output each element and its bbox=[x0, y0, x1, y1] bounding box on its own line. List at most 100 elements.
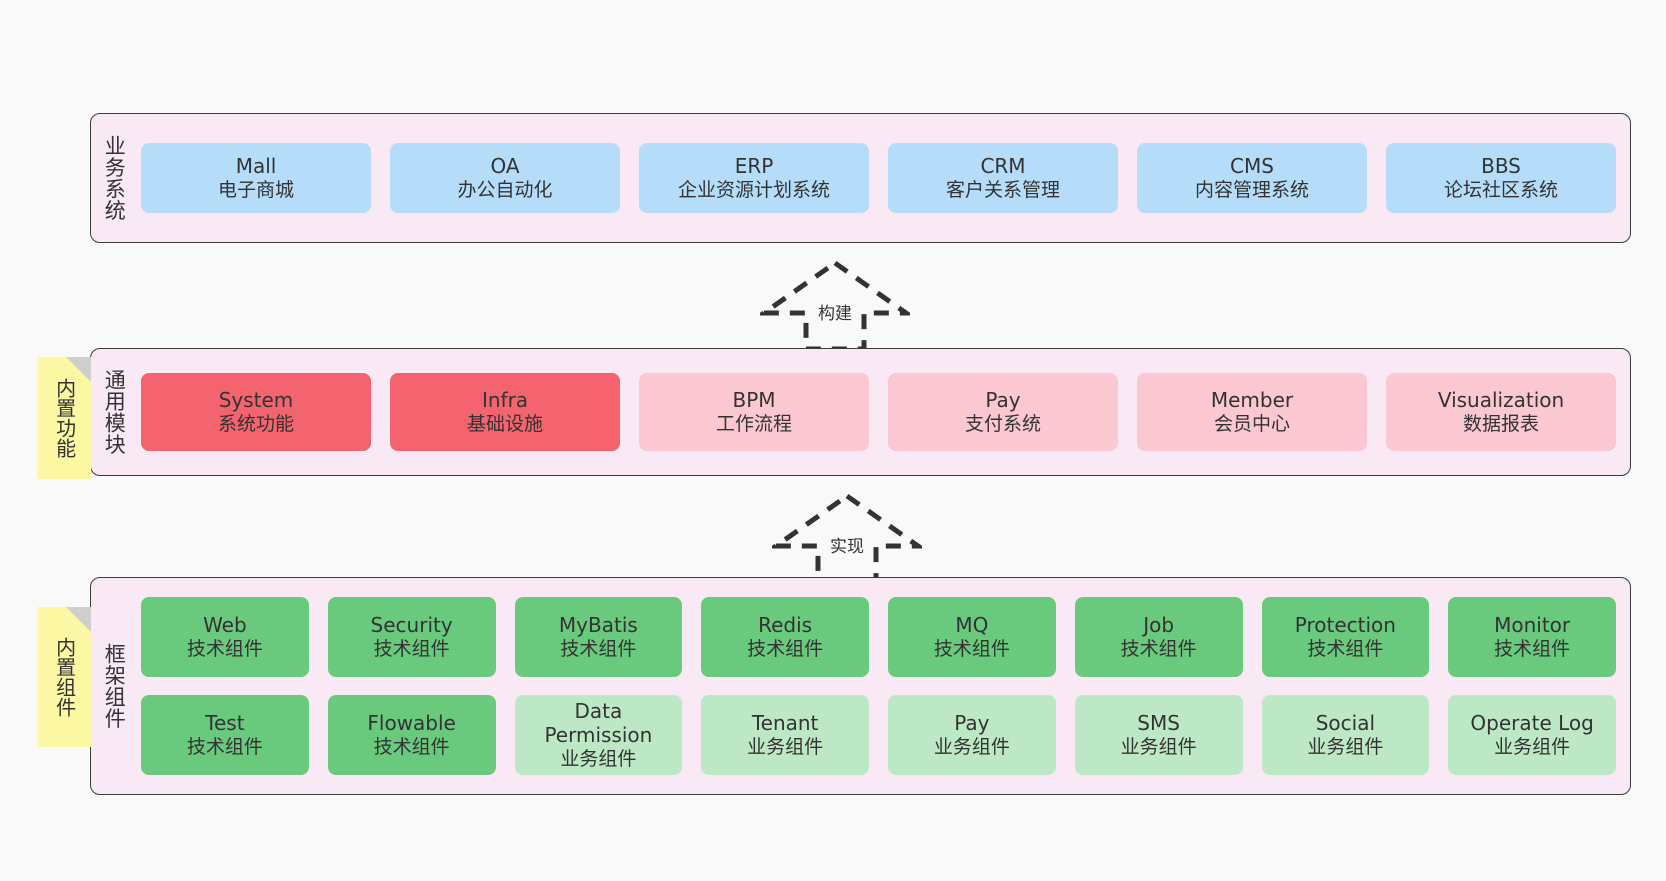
card-title: Pay bbox=[985, 388, 1021, 413]
card-title: Operate Log bbox=[1470, 711, 1594, 736]
card-title: Infra bbox=[481, 388, 529, 413]
card-title: ERP bbox=[734, 154, 774, 179]
card-subtitle: 业务组件 bbox=[1494, 735, 1571, 758]
card-subtitle: 论坛社区系统 bbox=[1443, 178, 1558, 201]
card-title: Data Permission bbox=[544, 699, 653, 748]
card-subtitle: 业务组件 bbox=[1120, 735, 1197, 758]
card-data-permission[interactable]: Data Permission 业务组件 bbox=[514, 695, 683, 775]
card-test[interactable]: Test 技术组件 bbox=[141, 695, 309, 775]
card-title: Protection bbox=[1294, 613, 1396, 638]
card-subtitle: 基础设施 bbox=[466, 412, 543, 435]
note-label: 内置组件 bbox=[52, 637, 77, 717]
card-title: BBS bbox=[1481, 154, 1521, 179]
note-builtin-component: 内置组件 bbox=[37, 607, 91, 747]
card-pay-component[interactable]: Pay 业务组件 bbox=[888, 695, 1056, 775]
card-bbs[interactable]: BBS 论坛社区系统 bbox=[1386, 143, 1616, 213]
card-security[interactable]: Security 技术组件 bbox=[327, 597, 496, 677]
card-member[interactable]: Member 会员中心 bbox=[1137, 373, 1367, 451]
connector-implement-arrow: 实现 bbox=[772, 492, 922, 584]
layer-business-systems: 业务系统 Mall 电子商城 OA 办公自动化 ERP 企业资源计划系统 CRM… bbox=[90, 113, 1631, 243]
card-subtitle: 技术组件 bbox=[933, 637, 1010, 660]
card-job[interactable]: Job 技术组件 bbox=[1074, 597, 1243, 677]
card-title: Social bbox=[1315, 711, 1376, 736]
card-subtitle: 技术组件 bbox=[373, 735, 450, 758]
card-mq[interactable]: MQ 技术组件 bbox=[888, 597, 1056, 677]
note-builtin-function: 内置功能 bbox=[37, 357, 91, 479]
layer-body-business-systems: Mall 电子商城 OA 办公自动化 ERP 企业资源计划系统 CRM 客户关系… bbox=[137, 114, 1630, 242]
card-title: Mall bbox=[235, 154, 277, 179]
card-subtitle: 会员中心 bbox=[1213, 412, 1290, 435]
card-subtitle: 业务组件 bbox=[1307, 735, 1384, 758]
layer-common-modules: 通用模块 System 系统功能 Infra 基础设施 BPM 工作流程 Pay… bbox=[90, 348, 1631, 476]
card-tenant[interactable]: Tenant 业务组件 bbox=[701, 695, 869, 775]
card-title: MQ bbox=[955, 613, 989, 638]
card-row: System 系统功能 Infra 基础设施 BPM 工作流程 Pay 支付系统… bbox=[141, 373, 1616, 451]
layer-framework-components: 框架组件 Web 技术组件 Security 技术组件 MyBatis 技术组件… bbox=[90, 577, 1631, 795]
card-subtitle: 技术组件 bbox=[186, 735, 263, 758]
card-title: Visualization bbox=[1437, 388, 1565, 413]
card-row: Mall 电子商城 OA 办公自动化 ERP 企业资源计划系统 CRM 客户关系… bbox=[141, 143, 1616, 213]
card-subtitle: 业务组件 bbox=[560, 747, 637, 770]
card-operate-log[interactable]: Operate Log 业务组件 bbox=[1448, 695, 1616, 775]
card-title: Test bbox=[205, 711, 245, 736]
card-subtitle: 办公自动化 bbox=[457, 178, 553, 201]
card-title: Redis bbox=[758, 613, 813, 638]
card-row: Test 技术组件 Flowable 技术组件 Data Permission … bbox=[141, 695, 1616, 775]
card-subtitle: 技术组件 bbox=[1494, 637, 1571, 660]
card-subtitle: 技术组件 bbox=[186, 637, 263, 660]
card-subtitle: 数据报表 bbox=[1462, 412, 1539, 435]
card-protection[interactable]: Protection 技术组件 bbox=[1261, 597, 1430, 677]
card-title: BPM bbox=[732, 388, 776, 413]
card-title: SMS bbox=[1137, 711, 1180, 736]
card-flowable[interactable]: Flowable 技术组件 bbox=[327, 695, 496, 775]
card-subtitle: 业务组件 bbox=[933, 735, 1010, 758]
card-subtitle: 电子商城 bbox=[217, 178, 294, 201]
card-monitor[interactable]: Monitor 技术组件 bbox=[1448, 597, 1616, 677]
card-mybatis[interactable]: MyBatis 技术组件 bbox=[514, 597, 683, 677]
card-redis[interactable]: Redis 技术组件 bbox=[701, 597, 869, 677]
card-title: Flowable bbox=[367, 711, 456, 736]
card-row: Web 技术组件 Security 技术组件 MyBatis 技术组件 Redi… bbox=[141, 597, 1616, 677]
card-title: CRM bbox=[980, 154, 1026, 179]
layer-title-business-systems: 业务系统 bbox=[102, 135, 127, 221]
card-web[interactable]: Web 技术组件 bbox=[141, 597, 309, 677]
card-bpm[interactable]: BPM 工作流程 bbox=[639, 373, 869, 451]
layer-title-common-modules: 通用模块 bbox=[102, 369, 127, 455]
card-infra[interactable]: Infra 基础设施 bbox=[390, 373, 620, 451]
card-social[interactable]: Social 业务组件 bbox=[1261, 695, 1430, 775]
card-subtitle: 客户关系管理 bbox=[945, 178, 1060, 201]
card-subtitle: 系统功能 bbox=[217, 412, 294, 435]
card-title: Job bbox=[1143, 613, 1175, 638]
card-system[interactable]: System 系统功能 bbox=[141, 373, 371, 451]
card-subtitle: 企业资源计划系统 bbox=[677, 178, 830, 201]
layer-title-framework-components: 框架组件 bbox=[102, 643, 127, 729]
card-sms[interactable]: SMS 业务组件 bbox=[1074, 695, 1243, 775]
card-visualization[interactable]: Visualization 数据报表 bbox=[1386, 373, 1616, 451]
note-label: 内置功能 bbox=[52, 378, 77, 458]
card-title: Member bbox=[1210, 388, 1294, 413]
card-subtitle: 支付系统 bbox=[964, 412, 1041, 435]
card-title: Tenant bbox=[751, 711, 819, 736]
card-subtitle: 技术组件 bbox=[1120, 637, 1197, 660]
card-mall[interactable]: Mall 电子商城 bbox=[141, 143, 371, 213]
card-title: Web bbox=[203, 613, 247, 638]
layer-body-framework-components: Web 技术组件 Security 技术组件 MyBatis 技术组件 Redi… bbox=[137, 578, 1630, 794]
card-oa[interactable]: OA 办公自动化 bbox=[390, 143, 620, 213]
card-crm[interactable]: CRM 客户关系管理 bbox=[888, 143, 1118, 213]
card-subtitle: 技术组件 bbox=[373, 637, 450, 660]
card-pay[interactable]: Pay 支付系统 bbox=[888, 373, 1118, 451]
card-title: MyBatis bbox=[558, 613, 638, 638]
card-subtitle: 技术组件 bbox=[560, 637, 637, 660]
connector-build-arrow: 构建 bbox=[760, 259, 910, 351]
card-title: Pay bbox=[954, 711, 990, 736]
card-subtitle: 内容管理系统 bbox=[1194, 178, 1309, 201]
card-subtitle: 技术组件 bbox=[747, 637, 824, 660]
card-title: OA bbox=[490, 154, 520, 179]
card-subtitle: 工作流程 bbox=[715, 412, 792, 435]
card-title: Security bbox=[370, 613, 453, 638]
card-erp[interactable]: ERP 企业资源计划系统 bbox=[639, 143, 869, 213]
layer-body-common-modules: System 系统功能 Infra 基础设施 BPM 工作流程 Pay 支付系统… bbox=[137, 349, 1630, 475]
card-title: CMS bbox=[1230, 154, 1274, 179]
card-cms[interactable]: CMS 内容管理系统 bbox=[1137, 143, 1367, 213]
